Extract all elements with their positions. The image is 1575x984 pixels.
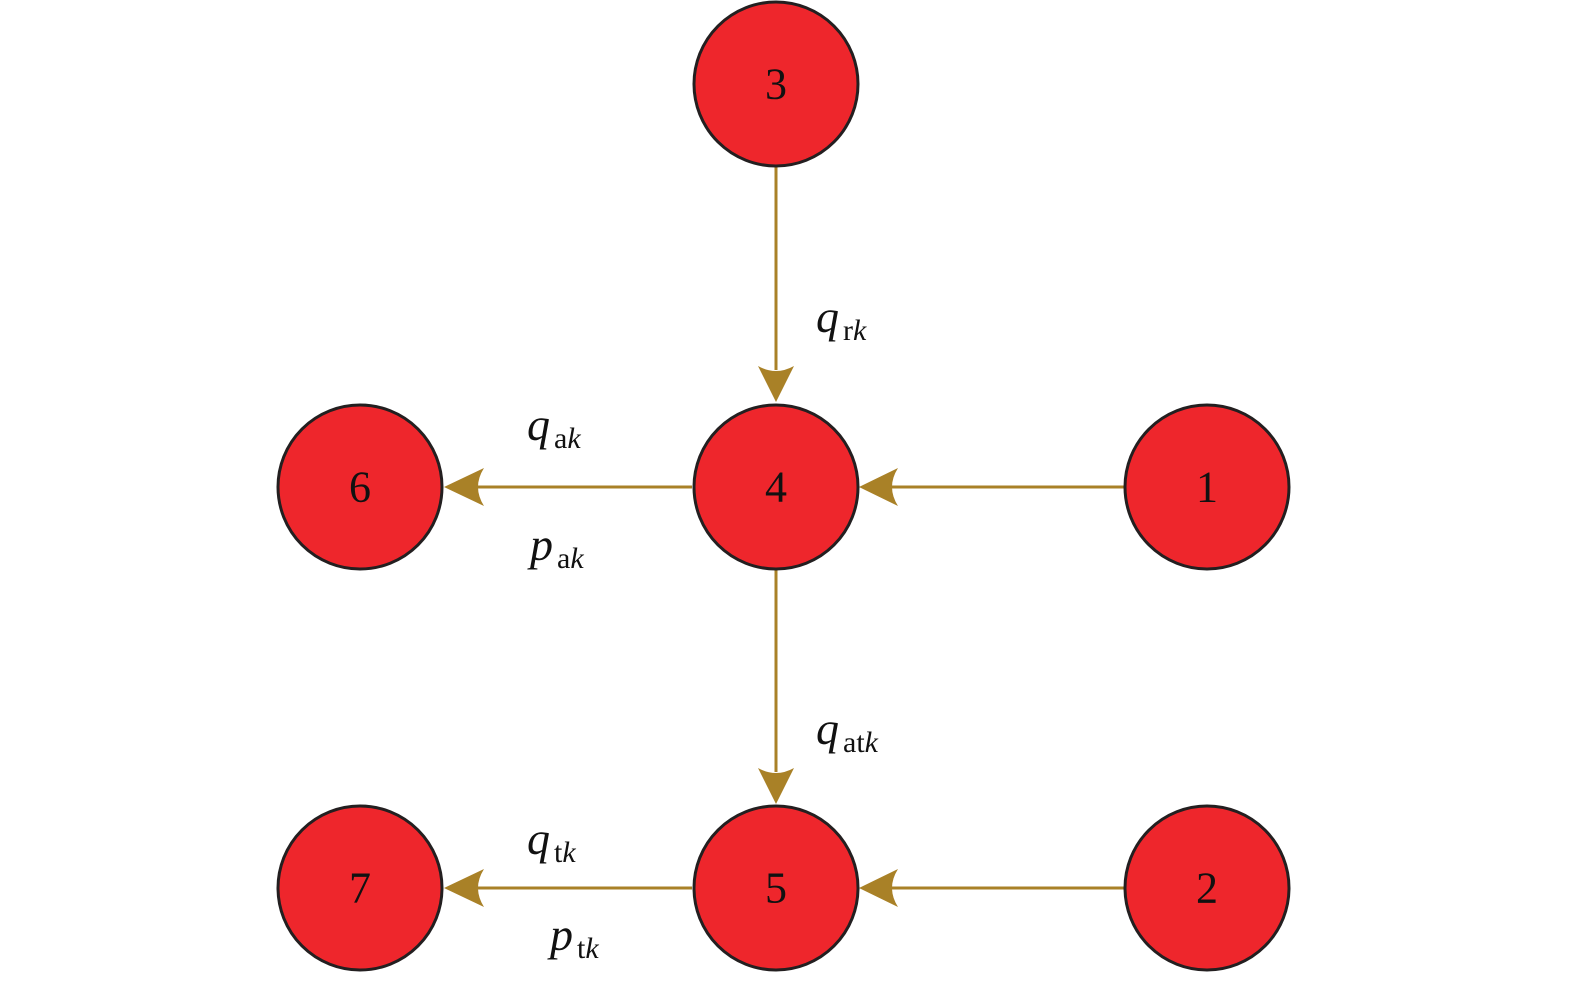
node-1: 1 (1123, 403, 1291, 571)
arrowhead-left-icon (859, 468, 898, 506)
node-circle (276, 403, 444, 571)
node-6: 6 (276, 403, 444, 571)
node-4: 4 (692, 403, 860, 571)
arrowhead-left-icon (444, 869, 484, 907)
edge-3-to-4 (758, 167, 794, 402)
node-label: 4 (765, 463, 787, 512)
edge-2-to-5 (859, 869, 1125, 907)
edge-5-to-7 (444, 869, 692, 907)
node-3: 3 (692, 0, 860, 168)
arrowhead-down-icon (758, 768, 794, 804)
node-label: 6 (349, 463, 371, 512)
edge-4-to-5 (758, 570, 794, 804)
node-circle (1123, 804, 1291, 972)
edge-1-to-4 (859, 468, 1125, 506)
node-circle (1123, 403, 1291, 571)
edges (444, 167, 1125, 907)
node-7: 7 (276, 804, 444, 972)
arrowhead-down-icon (758, 366, 794, 402)
node-circle (692, 804, 860, 972)
node-circle (692, 403, 860, 571)
node-label: 1 (1196, 463, 1218, 512)
node-5: 5 (692, 804, 860, 972)
node-label: 2 (1196, 864, 1218, 913)
arrowhead-left-icon (444, 468, 484, 506)
node-label: 3 (765, 60, 787, 109)
node-circle (692, 0, 860, 168)
node-2: 2 (1123, 804, 1291, 972)
arrowhead-left-icon (859, 869, 898, 907)
edge-4-to-6 (444, 468, 692, 506)
node-circle (276, 804, 444, 972)
node-label: 5 (765, 864, 787, 913)
nodes: 3 6 4 1 7 5 2 (276, 0, 1291, 972)
node-label: 7 (349, 864, 371, 913)
